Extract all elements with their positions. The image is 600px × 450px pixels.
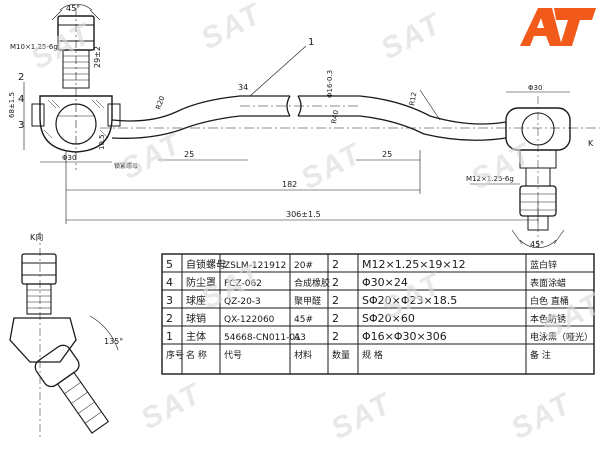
table-cell: 4 <box>166 276 173 289</box>
table-cell: 20# <box>294 261 313 271</box>
table-cell: SΦ20×60 <box>362 312 415 325</box>
dim-25-b-label: 25 <box>382 150 392 159</box>
table-cell: 合成橡胶 <box>294 277 330 289</box>
table-header-cell: 序号 <box>166 349 184 361</box>
lock-nut-note: 锁紧螺母 <box>114 162 138 170</box>
dim-68-label: 68±1.5 <box>8 92 16 118</box>
table-cell: 2 <box>332 276 339 289</box>
callout-2: 2 <box>18 72 24 83</box>
callout-3: 3 <box>18 120 24 131</box>
table-header-cell: 备 注 <box>530 349 551 361</box>
dim-r40-label: R40 <box>330 109 340 124</box>
table-header-cell: 名 称 <box>186 349 207 361</box>
callout-4: 4 <box>18 94 24 105</box>
table-cell: ZSLM-121912 <box>224 261 286 271</box>
dim-306-label: 306±1.5 <box>286 210 321 219</box>
dim-34-label: 34 <box>238 83 248 92</box>
table-cell: 白色 直桶 <box>530 295 569 307</box>
tie-rod-body <box>100 95 600 141</box>
table-cell: 3 <box>166 294 173 307</box>
table-cell: SΦ20×Φ23×18.5 <box>362 294 457 307</box>
angle45-bottom-label: 45° <box>530 240 544 249</box>
table-cell: 聚甲醛 <box>294 295 321 307</box>
table-cell: 球座 <box>186 294 206 307</box>
table-cell: M12×1.25×19×12 <box>362 258 466 271</box>
table-cell: 球销 <box>186 312 206 325</box>
table-cell: A3 <box>294 333 306 343</box>
thread-m10-label: M10×1,25-6g <box>10 43 58 51</box>
table-cell: 电泳黑（哑光） <box>530 331 593 343</box>
table-cell: QX-122060 <box>224 315 275 325</box>
table-header-cell: 规 格 <box>362 349 383 361</box>
table-cell: 本色防锈 <box>530 313 566 325</box>
table-cell: FCZ-062 <box>224 279 262 289</box>
table-cell: 2 <box>166 312 173 325</box>
table-header-cell: 数量 <box>332 349 350 361</box>
table-cell: 表面涂蜡 <box>530 277 566 289</box>
brand-logo <box>520 8 596 46</box>
dimension-labels: 45° M10×1,25-6g 29±2 68±1.5 Φ30 10.5 R20… <box>8 4 594 346</box>
parts-table <box>161 253 595 375</box>
label-k-direction: K向 <box>30 232 43 242</box>
dim-phi30-right-label: Φ30 <box>528 84 542 92</box>
dim-29-label: 29±2 <box>93 46 102 68</box>
table-cell: QZ-20-3 <box>224 297 261 307</box>
table-header-cell: 材料 <box>294 349 312 361</box>
thread-m12-label: M12×1.25-6g <box>466 175 514 183</box>
table-cell: 2 <box>332 294 339 307</box>
table-header-cell: 代号 <box>224 350 242 361</box>
dim-r12-label: R12 <box>408 91 418 106</box>
dim-phi30-left-label: Φ30 <box>62 154 76 162</box>
table-cell: 蓝白锌 <box>530 259 557 271</box>
table-cell: 主体 <box>186 331 206 343</box>
callout-1: 1 <box>308 37 314 48</box>
table-cell: 1 <box>166 330 173 343</box>
dim-r20-label: R20 <box>154 95 166 111</box>
table-cell: Φ30×24 <box>362 276 408 289</box>
dimension-lines <box>23 45 570 224</box>
right-ball-joint <box>505 96 571 250</box>
dim-phi16-label: Φ16-0.3 <box>326 70 334 98</box>
table-cell: 45# <box>294 315 313 325</box>
table-cell: 2 <box>332 258 339 271</box>
dim-25-a-label: 25 <box>184 150 194 159</box>
angle135-label: 135° <box>104 337 123 346</box>
table-cell: 2 <box>332 330 339 343</box>
dim-182-label: 182 <box>282 180 297 189</box>
k-view-detail <box>9 232 119 440</box>
table-cell: 自锁螺母 <box>186 258 226 271</box>
left-ball-joint <box>31 3 121 170</box>
dim-10-5-label: 10.5 <box>98 134 106 150</box>
table-cell: 54668-CN011-01 <box>224 333 301 343</box>
table-cell: Φ16×Φ30×306 <box>362 330 447 343</box>
table-cell: 防尘罩 <box>186 276 216 289</box>
label-k: K <box>588 139 594 148</box>
angle45-top-label: 45° <box>66 4 80 13</box>
table-cell: 2 <box>332 312 339 325</box>
table-cell: 5 <box>166 258 173 271</box>
